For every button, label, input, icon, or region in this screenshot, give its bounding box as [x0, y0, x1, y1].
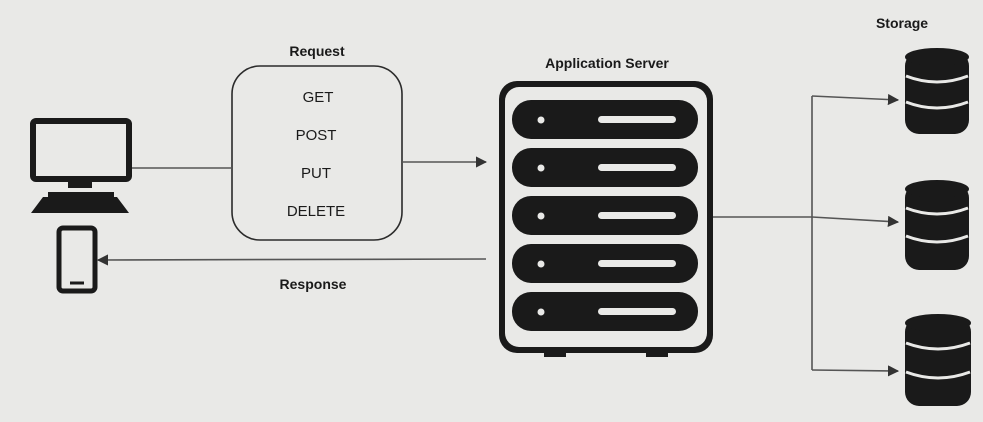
storage-label: Storage	[876, 15, 928, 31]
database-icon	[905, 48, 969, 134]
response-arrow	[96, 254, 487, 266]
request-box	[231, 65, 403, 241]
server-unit-4	[512, 244, 698, 283]
desktop-computer-icon	[30, 118, 132, 213]
server-unit-2	[512, 148, 698, 187]
database-icon	[905, 314, 971, 406]
method-post: POST	[296, 127, 337, 144]
method-put: PUT	[301, 165, 331, 182]
server-rack-icon	[499, 81, 713, 357]
server-label: Application Server	[545, 55, 669, 71]
response-label: Response	[280, 276, 347, 292]
database-icon	[905, 180, 969, 270]
server-unit-1	[512, 100, 698, 139]
server-unit-3	[512, 196, 698, 235]
mobile-phone-icon	[56, 225, 98, 294]
method-get: GET	[303, 89, 334, 106]
storage-connectors	[713, 93, 900, 377]
server-unit-5	[512, 292, 698, 331]
method-delete: DELETE	[287, 203, 345, 220]
request-label: Request	[289, 43, 345, 59]
